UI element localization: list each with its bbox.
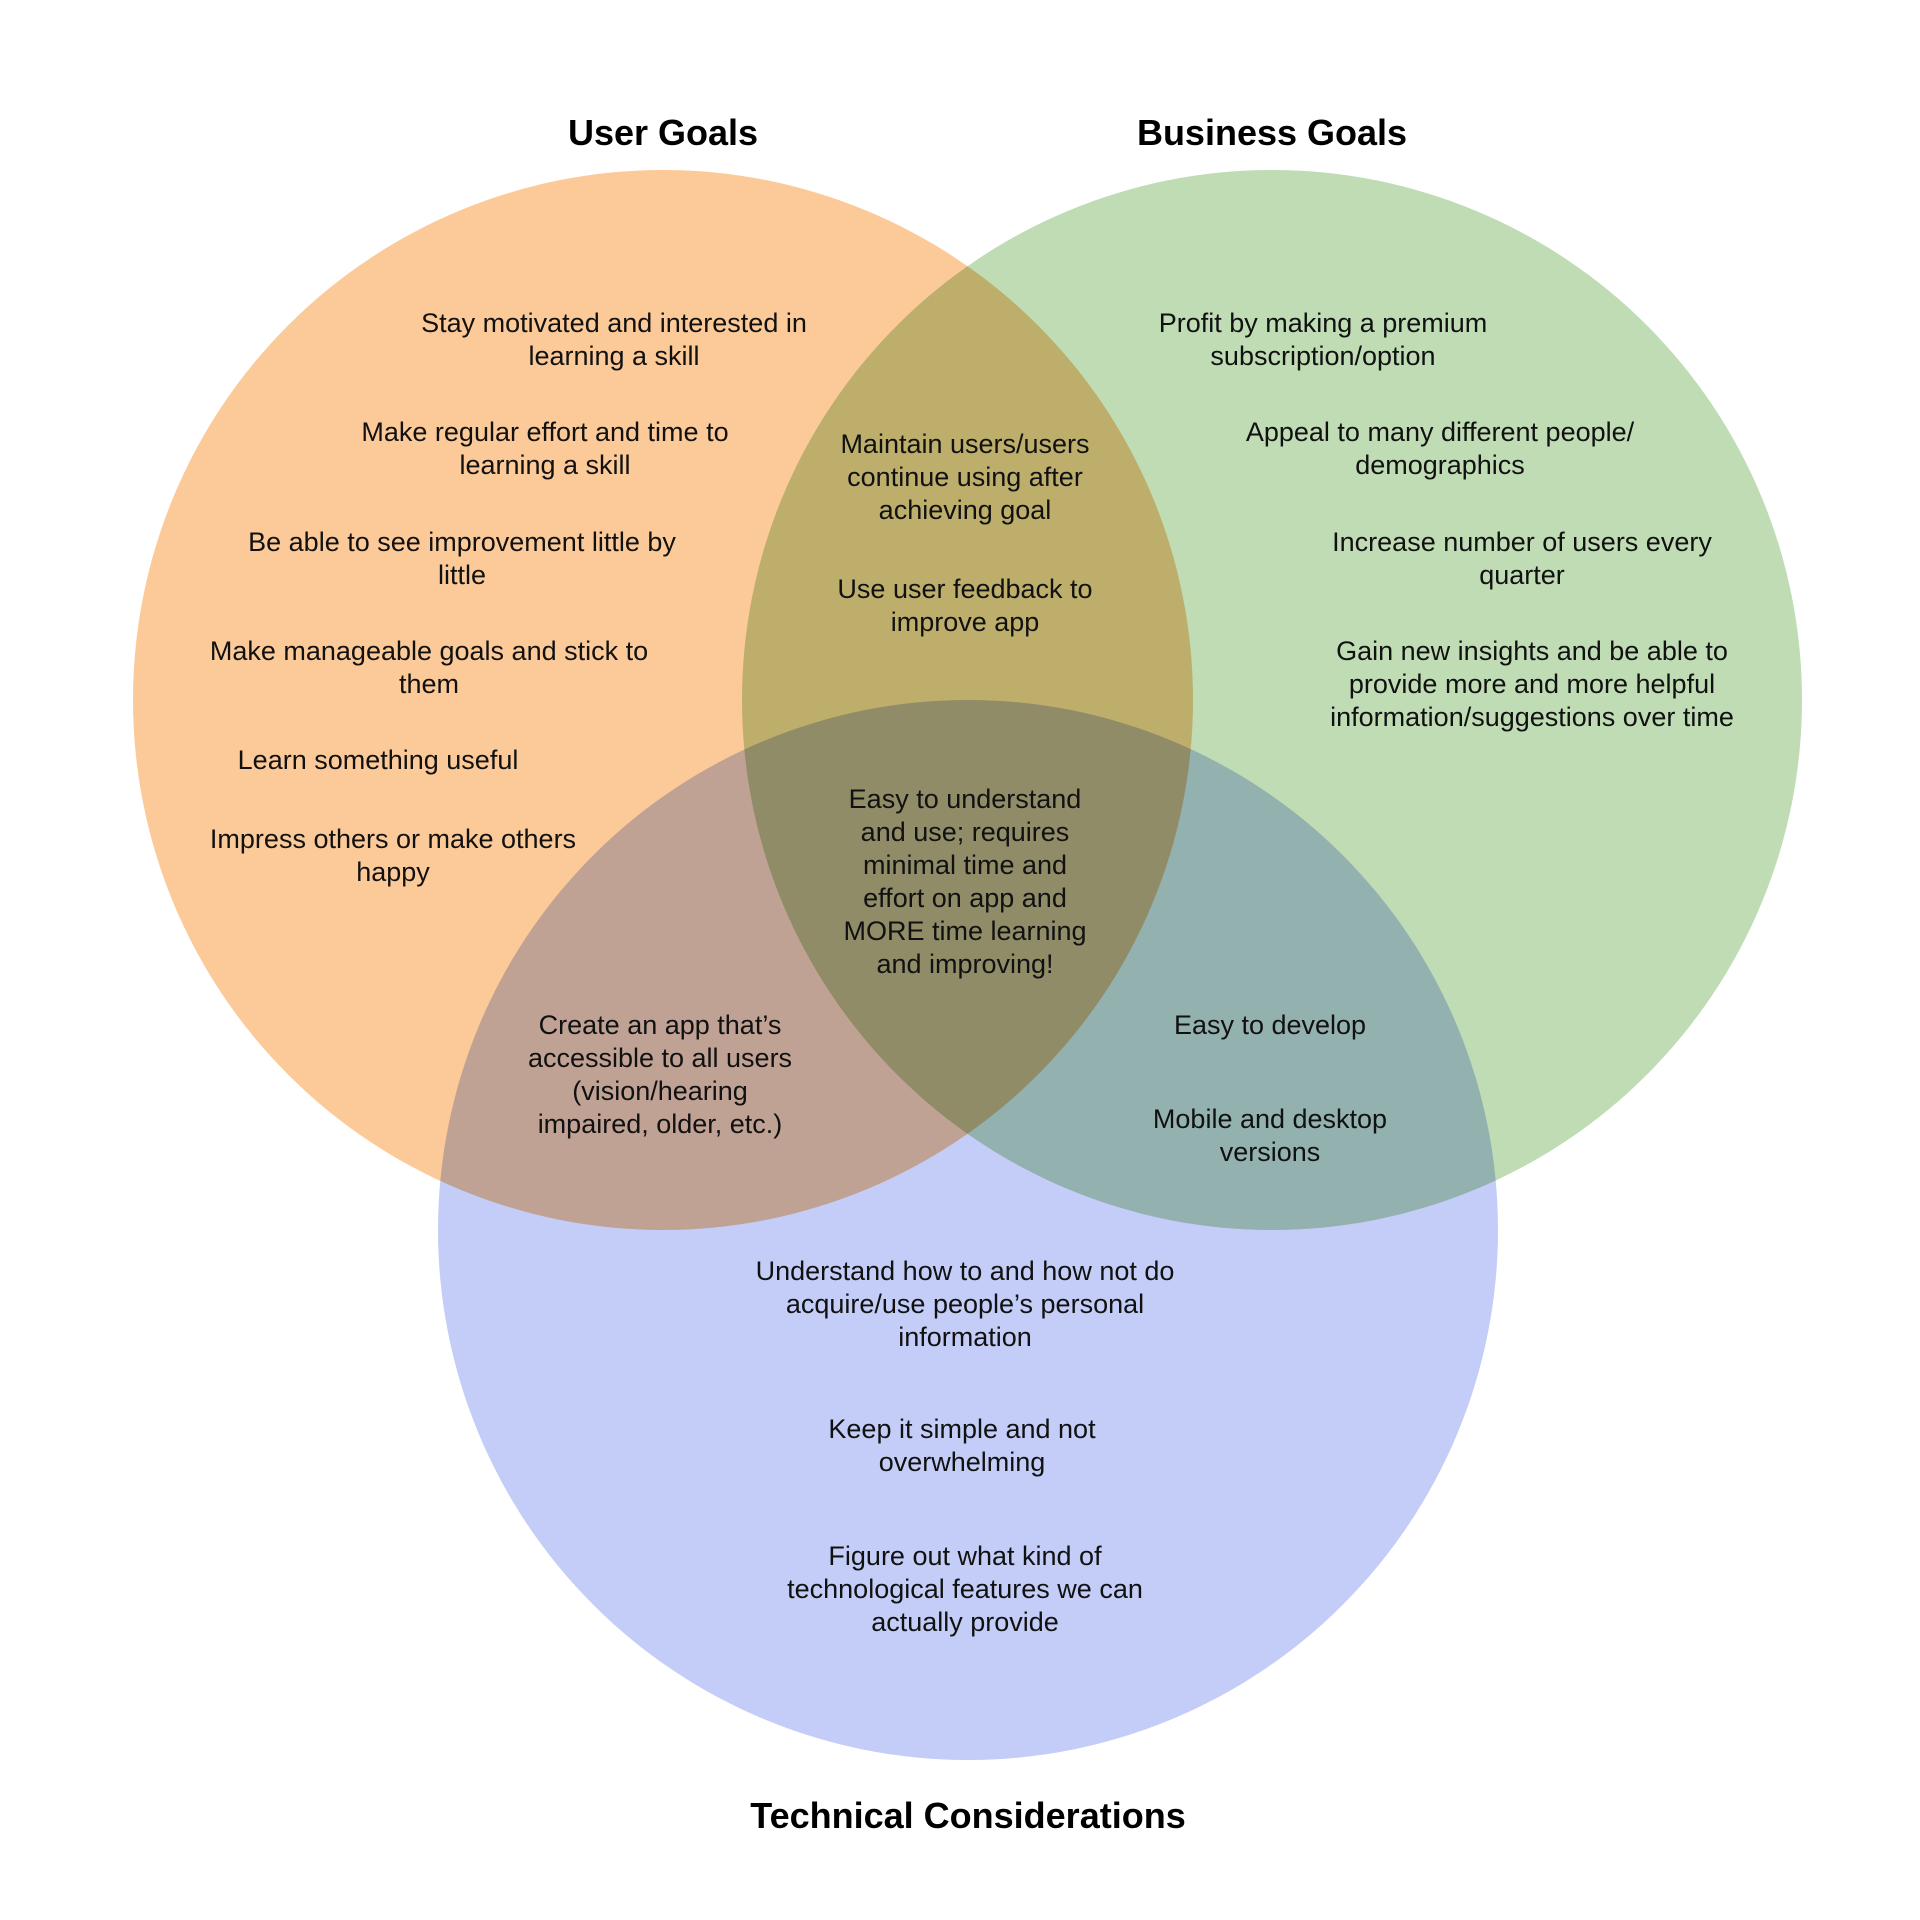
business-goal-item: Gain new insights and be able to provide… xyxy=(1330,636,1734,732)
business-technical-item: Mobile and desktop versions xyxy=(1152,1104,1388,1167)
user-goal-item: Learn something useful xyxy=(237,745,519,775)
business-goals-title: Business Goals xyxy=(1136,112,1408,153)
user-goal-item: Be able to see improvement little by lit… xyxy=(248,527,676,590)
technical-considerations-circle xyxy=(438,700,1498,1760)
technical-item: Understand how to and how not do acquire… xyxy=(755,1256,1175,1352)
technical-item: Keep it simple and not overwhelming xyxy=(828,1414,1096,1477)
technical-considerations-title: Technical Considerations xyxy=(750,1795,1186,1836)
user-goal-item: Make regular effort and time to learning… xyxy=(361,417,729,480)
technical-item: Figure out what kind of technological fe… xyxy=(787,1541,1143,1637)
user-goal-item: Make manageable goals and stick to them xyxy=(209,636,649,699)
business-goal-item: Appeal to many different people/ demogra… xyxy=(1245,417,1635,480)
business-goal-item: Profit by making a premium subscription/… xyxy=(1158,308,1488,371)
all-sets-item: Easy to understand and use; requires min… xyxy=(843,784,1087,979)
business-technical-item: Easy to develop xyxy=(1173,1010,1367,1040)
user-goal-item: Stay motivated and interested in learnin… xyxy=(421,308,807,371)
user-business-item: Use user feedback to improve app xyxy=(837,574,1093,637)
user-goals-title: User Goals xyxy=(567,112,759,153)
user-business-item: Maintain users/users continue using afte… xyxy=(840,429,1090,525)
user-goal-item: Impress others or make others happy xyxy=(209,824,577,887)
business-goal-item: Increase number of users every quarter xyxy=(1332,527,1712,590)
user-technical-item: Create an app that’s accessible to all u… xyxy=(527,1010,793,1139)
